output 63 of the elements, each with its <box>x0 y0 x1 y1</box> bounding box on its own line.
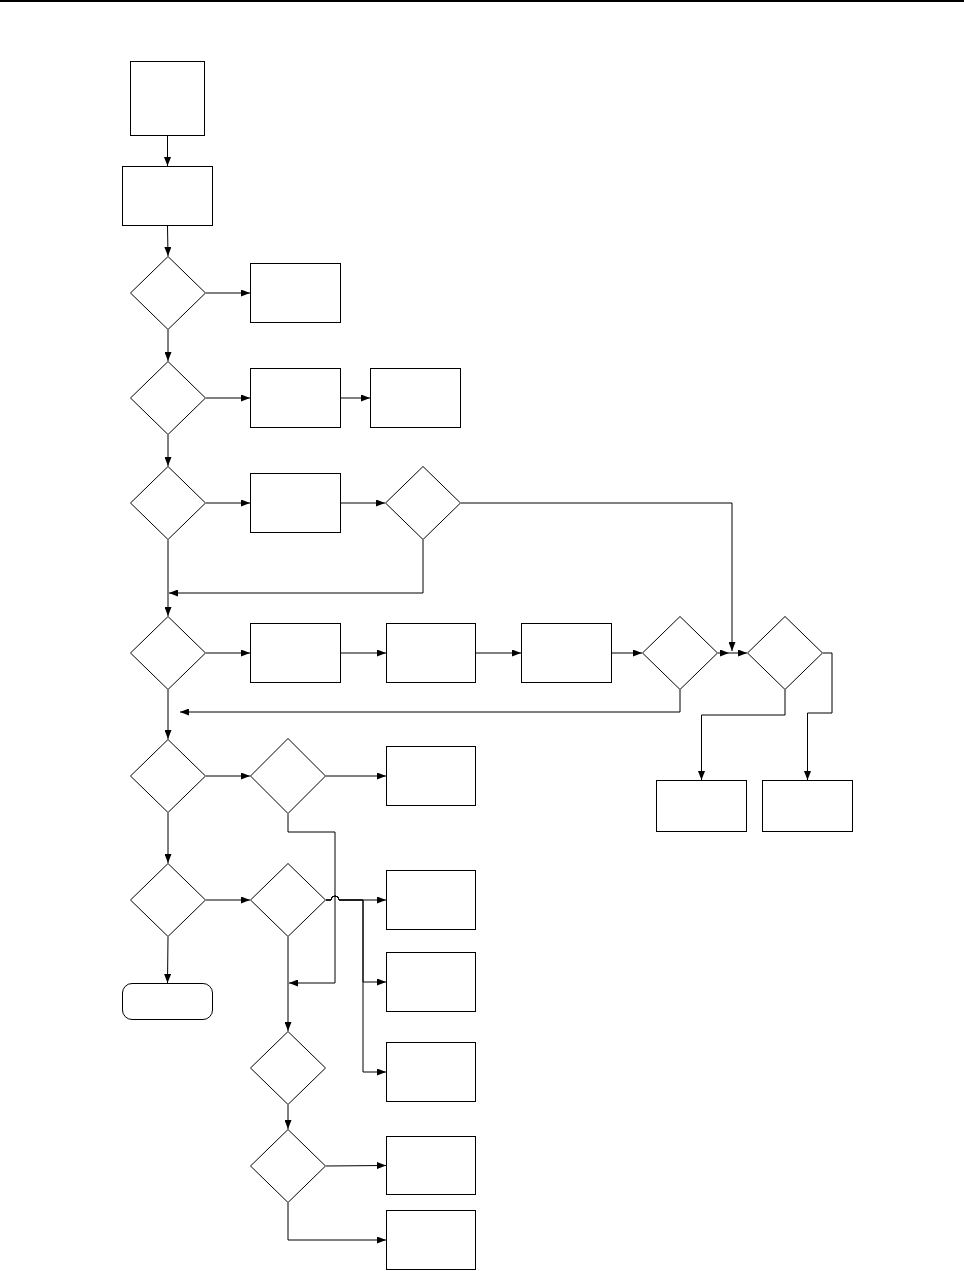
arrow <box>168 539 424 597</box>
arrow <box>164 434 172 467</box>
decision-diamond <box>250 1129 326 1203</box>
arrow <box>205 772 251 780</box>
arrow <box>475 649 522 657</box>
arrow <box>284 936 292 1032</box>
process-box <box>521 623 612 683</box>
process-box <box>386 1136 476 1195</box>
decision-diamond <box>250 738 326 814</box>
decision-diamond <box>250 863 326 937</box>
arrow <box>164 539 172 617</box>
arrow <box>164 689 172 740</box>
arrow <box>164 329 172 362</box>
arrow <box>164 135 171 167</box>
decision-diamond <box>250 1031 326 1105</box>
arrow <box>287 1202 387 1244</box>
decision-diamond <box>130 256 206 330</box>
process-box <box>250 263 341 323</box>
process-box <box>370 368 461 428</box>
arrow <box>325 895 387 1076</box>
decision-diamond <box>130 361 206 435</box>
arrow <box>325 1162 387 1170</box>
decision-diamond <box>130 616 206 690</box>
arrow <box>205 499 251 507</box>
arrow <box>205 649 251 657</box>
arrow <box>698 689 786 781</box>
process-box <box>762 780 853 832</box>
arrow <box>340 499 386 507</box>
decision-diamond <box>642 616 718 690</box>
arrow <box>205 896 251 904</box>
process-box <box>250 473 341 533</box>
process-box <box>386 746 476 806</box>
arrow <box>284 1104 292 1130</box>
arrow <box>611 649 643 657</box>
process-box <box>130 61 205 136</box>
arrow <box>287 813 336 987</box>
arrow <box>340 649 387 657</box>
decision-diamond <box>747 616 823 690</box>
process-box <box>250 368 341 428</box>
process-box <box>122 166 213 226</box>
arrow <box>804 652 833 781</box>
process-box <box>386 870 476 930</box>
arrow <box>460 502 736 652</box>
process-box <box>386 623 476 683</box>
process-box <box>386 1210 476 1270</box>
decision-diamond <box>385 466 461 540</box>
process-box <box>386 1042 476 1102</box>
arrow <box>164 225 172 257</box>
arrow <box>340 394 371 402</box>
arrow <box>164 936 172 984</box>
arrow <box>325 772 387 780</box>
decision-diamond <box>130 466 206 540</box>
arrow <box>179 689 681 716</box>
process-box <box>250 623 341 683</box>
process-box <box>656 780 747 832</box>
decision-diamond <box>130 863 206 937</box>
arrow <box>205 394 251 402</box>
decision-diamond <box>130 739 206 813</box>
arrow <box>205 289 251 297</box>
process-box <box>386 952 476 1012</box>
arrow <box>164 812 172 864</box>
terminal-box <box>122 983 213 1020</box>
arrow <box>717 650 748 657</box>
